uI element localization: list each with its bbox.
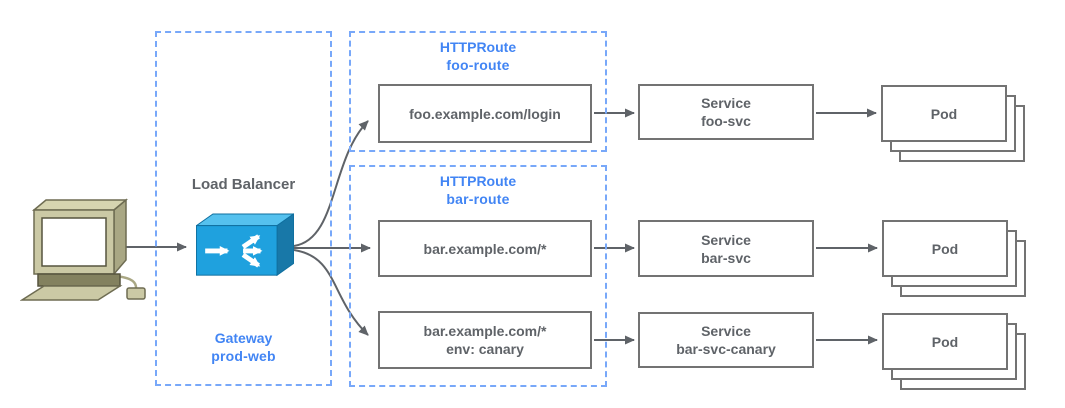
pod-box: Pod — [882, 220, 1008, 277]
arrow-gateway-to-foo-match — [293, 120, 369, 247]
service-bar-svc-canary: Service bar-svc-canary — [638, 312, 814, 368]
service-foo-kind: Service — [701, 95, 751, 111]
httproute-bar-resource-type: HTTPRoute — [439, 173, 517, 189]
httproute-foo-resource-type: HTTPRoute — [439, 39, 517, 55]
pod-label: Pod — [930, 105, 958, 122]
service-bar-svc: Service bar-svc — [638, 220, 814, 277]
httproute-foo-title: HTTPRoute foo-route — [351, 38, 605, 74]
route-match-bar-wildcard: bar.example.com/* — [378, 220, 592, 277]
route-match-foo-text: foo.example.com/login — [409, 105, 561, 122]
service-bar-name: bar-svc — [701, 249, 751, 266]
route-match-canary-header: env: canary — [446, 341, 524, 357]
route-match-canary-text: bar.example.com/* — [423, 323, 547, 339]
load-balancer-label: Load Balancer — [191, 176, 296, 193]
gateway-resource-label: Gateway prod-web — [157, 329, 330, 365]
pod-box: Pod — [881, 85, 1007, 142]
gateway-group-box: Load Balancer Gateway prod-web — [155, 31, 332, 386]
route-match-foo-login: foo.example.com/login — [378, 84, 592, 143]
desktop-computer-icon — [19, 196, 152, 304]
httproute-bar-resource-name: bar-route — [446, 191, 510, 207]
pod-stack-bar: Pod — [882, 220, 1028, 300]
pod-stack-canary: Pod — [882, 313, 1028, 393]
httproute-foo-group-box: HTTPRoute foo-route — [349, 31, 607, 152]
gateway-resource-type: Gateway — [214, 330, 273, 346]
gateway-resource-name: prod-web — [211, 348, 276, 364]
route-match-bar-text: bar.example.com/* — [423, 240, 547, 257]
httproute-bar-title: HTTPRoute bar-route — [351, 172, 605, 208]
service-canary-name: bar-svc-canary — [676, 341, 776, 357]
service-foo-name: foo-svc — [701, 113, 751, 129]
httproute-bar-group-box: HTTPRoute bar-route — [349, 165, 607, 387]
pod-label: Pod — [931, 240, 959, 257]
load-balancer-icon — [194, 213, 296, 281]
pod-stack-foo: Pod — [881, 85, 1027, 165]
service-bar-kind: Service — [701, 231, 751, 248]
pod-box: Pod — [882, 313, 1008, 370]
pod-label: Pod — [931, 333, 959, 350]
service-foo-svc: Service foo-svc — [638, 84, 814, 140]
service-canary-kind: Service — [701, 323, 751, 339]
arrow-gateway-to-canary-match — [293, 249, 369, 336]
route-match-bar-canary: bar.example.com/* env: canary — [378, 311, 592, 369]
httproute-foo-resource-name: foo-route — [446, 57, 510, 73]
